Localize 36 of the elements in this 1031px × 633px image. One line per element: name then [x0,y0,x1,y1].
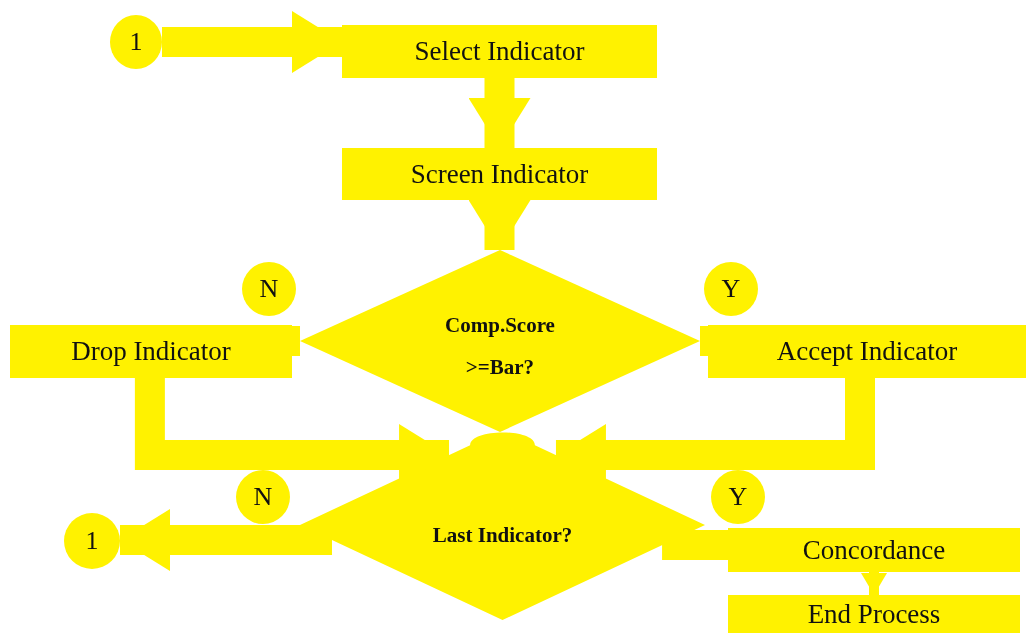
connector-line [292,326,300,356]
branch-label-circle [236,470,290,524]
process-box [342,148,657,200]
block-arrow [861,572,887,595]
node-label: Concordance [802,534,946,566]
block-arrow [468,78,531,148]
process-box [728,528,1020,572]
connector-line [700,326,708,356]
process-box [342,25,657,78]
connector-line [662,529,728,560]
node-label: Y [728,482,748,512]
branch-label-circle [711,470,765,524]
node-label: Drop Indicator [71,336,231,367]
block-arrow [120,509,332,571]
start-connector-circle [110,15,162,69]
node-label: End Process [807,598,941,630]
branch-label-circle [704,262,758,316]
block-arrow [468,200,531,250]
process-box [728,595,1020,633]
node-label: N [259,274,279,304]
connector-circle [64,513,120,569]
decision-diamond [300,430,705,620]
node-label: 1 [85,526,99,556]
branch-label-circle [242,262,296,316]
node-label: Comp.Score >=Bar? [444,312,556,381]
node-label: N [253,482,273,512]
process-box [10,325,292,378]
node-label: Last Indicator? [432,522,573,550]
node-label: Y [721,274,741,304]
decision-diamond [300,250,700,432]
node-label: 1 [129,27,143,57]
node-label: Select Indicator [414,36,585,67]
block-arrow [162,11,342,73]
node-label: Screen Indicator [410,158,589,190]
process-box [708,325,1026,378]
node-label: Accept Indicator [776,336,958,367]
